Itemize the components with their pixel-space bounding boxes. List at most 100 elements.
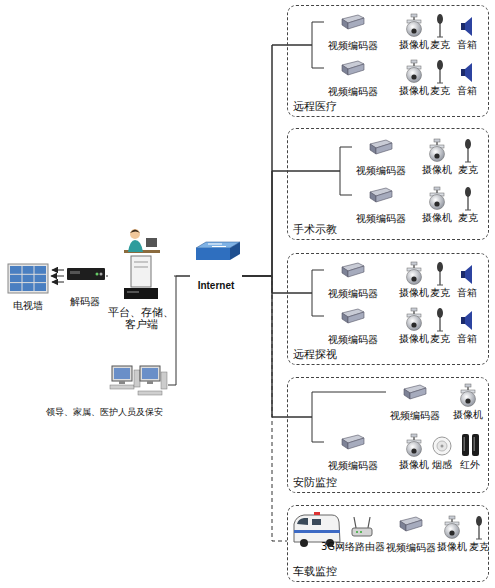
group-panel: 远程医疗视频编码器视频编码器 — [287, 5, 489, 117]
encoder-device: 视频编码器 — [384, 514, 438, 554]
camera-icon — [430, 139, 445, 162]
connector — [242, 171, 352, 276]
connector — [242, 270, 324, 293]
node-label: 视频编码器 — [386, 410, 444, 422]
encoder-icon — [370, 140, 392, 154]
connector — [242, 22, 324, 276]
device-label: 摄像机 — [433, 409, 495, 421]
group-heading: 车载监控 — [293, 565, 337, 578]
connectors — [51, 22, 386, 541]
encoder-device: 视频编码器 — [324, 260, 382, 300]
encoder-device: 视频编码器 — [324, 306, 382, 346]
connector — [106, 276, 108, 277]
tv-wall: 电视墙 — [5, 262, 51, 312]
node-label: 视频编码器 — [324, 40, 382, 52]
encoder-icon — [370, 188, 392, 202]
microphone-icon — [437, 308, 443, 331]
encoder-device: 视频编码器 — [386, 382, 444, 422]
node-label: 平台、存储、 客户端 — [108, 306, 174, 330]
encoder-icon — [342, 61, 364, 75]
device-label: 音箱 — [432, 85, 495, 97]
device-label: 麦克 — [433, 164, 495, 176]
computer-icon — [110, 366, 167, 395]
connector — [168, 276, 190, 385]
encoder-device: 视频编码器 — [324, 12, 382, 52]
group-heading: 手术示教 — [293, 223, 337, 236]
output-arrow — [52, 270, 64, 271]
connector — [242, 45, 324, 276]
group-heading: 远程医疗 — [293, 100, 337, 113]
decoder-box: 解码器 — [64, 262, 106, 308]
server-icon — [124, 256, 158, 299]
camera-icon — [407, 308, 422, 331]
connector — [242, 147, 352, 276]
encoder-icon — [404, 385, 426, 399]
device-label: 麦克 — [444, 541, 495, 553]
node-label: 解码器 — [64, 296, 106, 308]
encoder-icon — [342, 263, 364, 277]
device-label: 音箱 — [432, 39, 495, 51]
microphone-icon — [465, 187, 471, 210]
encoder-icon — [342, 435, 364, 449]
node-label: 视频编码器 — [324, 86, 382, 98]
speaker-icon — [461, 311, 472, 330]
node-label: 领导、家属、医护人员及保安 — [40, 406, 168, 418]
connector — [51, 276, 64, 277]
encoder-icon — [400, 517, 422, 531]
camera-icon — [407, 262, 422, 285]
group-panel: 远程探视视频编码器视频编码器 — [287, 253, 489, 365]
output-arrow — [52, 282, 64, 283]
device-label: 麦克 — [433, 212, 495, 224]
client-computers: 领导、家属、医护人员及保安 — [40, 362, 168, 418]
microphone-icon — [465, 139, 471, 162]
camera-icon — [461, 384, 476, 407]
platform-server: 平台、存储、 客户端 — [108, 225, 174, 330]
node-label: 视频编码器 — [352, 213, 410, 225]
camera-icon — [407, 434, 422, 457]
microphone-icon — [437, 262, 443, 285]
device-label: 音箱 — [432, 333, 495, 345]
node-label: 视频编码器 — [324, 288, 382, 300]
network-switch: Internet — [190, 238, 242, 292]
device-label: 3G网络路由器 — [318, 541, 388, 553]
camera-icon — [430, 187, 445, 210]
node-label: 视频编码器 — [324, 334, 382, 346]
device-label: 红外 — [435, 459, 495, 471]
microphone-icon — [437, 60, 443, 83]
connector — [242, 276, 324, 316]
microphone-icon — [476, 516, 482, 539]
node-label: Internet — [190, 280, 242, 292]
operator-icon — [124, 229, 160, 253]
group-panel: 手术示教视频编码器视频编码器 — [287, 128, 489, 240]
group-heading: 远程探视 — [293, 348, 337, 361]
speaker-icon — [461, 63, 472, 82]
decoder-icon — [67, 268, 105, 280]
encoder-device: 视频编码器 — [324, 432, 382, 472]
camera-icon — [445, 516, 460, 539]
encoder-device: 视频编码器 — [352, 185, 410, 225]
connector — [242, 276, 386, 417]
node-label: 电视墙 — [5, 300, 51, 312]
camera-icon — [407, 14, 422, 37]
group-panel: 安防监控视频编码器视频编码器 — [287, 377, 489, 493]
encoder-device: 视频编码器 — [324, 58, 382, 98]
encoder-icon — [342, 309, 364, 323]
connector — [242, 276, 287, 541]
router-icon — [352, 517, 372, 536]
smoke-sensor-icon — [433, 437, 451, 455]
speaker-icon — [461, 17, 472, 36]
node-label: 视频编码器 — [352, 165, 410, 177]
microphone-icon — [437, 14, 443, 37]
tv-wall-icon — [8, 264, 48, 293]
node-label: 视频编码器 — [324, 460, 382, 472]
encoder-icon — [342, 15, 364, 29]
device-label: 音箱 — [432, 287, 495, 299]
node-label: 视频编码器 — [384, 542, 438, 554]
switch-icon — [196, 242, 240, 260]
encoder-device: 视频编码器 — [352, 137, 410, 177]
infrared-icon — [462, 434, 479, 456]
group-heading: 安防监控 — [293, 476, 337, 489]
camera-icon — [407, 60, 422, 83]
speaker-icon — [461, 265, 472, 284]
